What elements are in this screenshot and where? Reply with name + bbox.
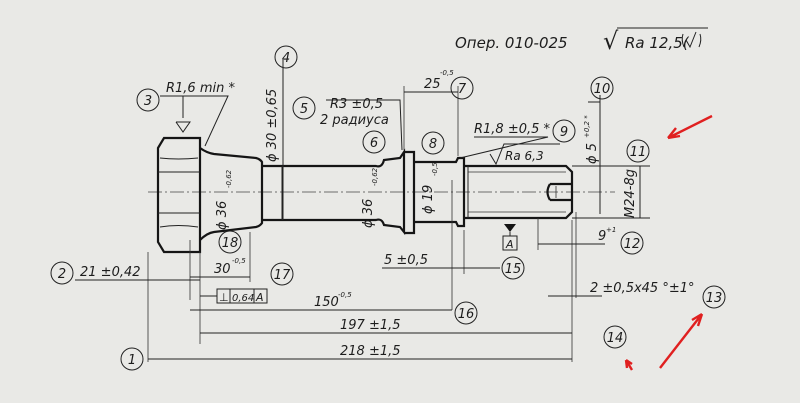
annotation-arrows xyxy=(624,114,713,371)
label-d36-head: ϕ 36 xyxy=(215,201,230,230)
balloon-circle-14 xyxy=(603,325,627,349)
label-len25: 25 xyxy=(424,77,441,92)
balloon-circle-7 xyxy=(450,76,474,100)
balloon-number-4: 4 xyxy=(282,51,290,66)
datum-box xyxy=(502,235,518,251)
balloon-circle-2 xyxy=(50,261,74,285)
balloon-number-7: 7 xyxy=(458,82,467,97)
balloon-circle-4 xyxy=(274,45,298,69)
dimension-lines xyxy=(148,60,650,360)
balloon-number-17: 17 xyxy=(274,268,291,283)
label-len5: 5 ±0,5 xyxy=(384,253,428,268)
label-chamfer: 2 ±0,5x45 °±1° xyxy=(590,281,695,296)
label-d36-head-tol: -0,62 xyxy=(225,169,233,188)
balloon-number-9: 9 xyxy=(560,125,568,140)
balloon-circle-16 xyxy=(454,301,478,325)
label-len218: 218 ±1,5 xyxy=(340,344,401,359)
label-len150-tol: -0,5 xyxy=(338,291,352,299)
ra63-symbol-icon xyxy=(489,143,560,166)
balloon-number-11: 11 xyxy=(630,145,647,160)
balloon-circle-8 xyxy=(421,131,445,155)
balloon-number-1: 1 xyxy=(128,353,136,368)
roughness-check-icon xyxy=(681,31,702,49)
label-len197: 197 ±1,5 xyxy=(340,318,401,333)
red-arrow-14 xyxy=(624,359,634,371)
balloon-circle-5 xyxy=(292,96,316,120)
balloon-circle-11 xyxy=(626,139,650,163)
label-d5: ϕ 5 xyxy=(585,143,600,164)
operation-label: Опер. 010-025 xyxy=(455,34,568,52)
ra63-label: Ra 6,3 xyxy=(505,149,544,163)
balloon-number-2: 2 xyxy=(58,267,66,282)
label-a9: 9 xyxy=(598,229,606,244)
balloon-circle-15 xyxy=(501,256,525,280)
balloon-circle-6 xyxy=(362,130,386,154)
roughness-label: Ra 12,5( xyxy=(625,34,690,52)
extension-lines xyxy=(147,86,577,362)
balloon-number-15: 15 xyxy=(505,262,522,277)
label-len30-tol: -0,5 xyxy=(232,257,246,265)
red-arrow-13 xyxy=(659,312,704,369)
balloon-circle-18 xyxy=(218,230,242,254)
label-d36-mid: ϕ 36 xyxy=(361,199,376,228)
label-d19: ϕ 19 xyxy=(421,185,436,214)
label-r3-count: 2 радиуса xyxy=(320,113,389,128)
balloon-number-13: 13 xyxy=(706,291,723,306)
datum-triangle xyxy=(504,224,516,232)
balloon-circle-10 xyxy=(590,76,614,100)
balloon-number-5: 5 xyxy=(300,102,308,117)
balloon-number-12: 12 xyxy=(624,237,641,252)
red-arrow-11 xyxy=(667,114,713,140)
perp-tolerance: 0,64 xyxy=(232,293,254,304)
balloon-number-10: 10 xyxy=(594,82,611,97)
label-r18: R1,8 ±0,5 * xyxy=(474,122,551,137)
balloon-circle-3 xyxy=(136,88,160,112)
balloon-circle-13 xyxy=(702,285,726,309)
balloon-circle-1 xyxy=(120,347,144,371)
balloon-number-18: 18 xyxy=(222,236,239,251)
balloon-circle-9 xyxy=(552,119,576,143)
label-r16: R1,6 min * xyxy=(166,81,235,96)
balloon-number-8: 8 xyxy=(429,137,437,152)
balloon-circle-17 xyxy=(270,262,294,286)
balloon-number-16: 16 xyxy=(458,307,475,322)
roughness-check-symbol: √ xyxy=(603,27,619,55)
datum-label: A xyxy=(505,238,514,251)
label-d5-tol: +0,2 * xyxy=(583,115,591,138)
label-len30: 30 xyxy=(214,262,231,277)
balloon-number-14: 14 xyxy=(607,331,624,346)
label-d30: ϕ 30 ±0,65 xyxy=(265,89,280,162)
balloon-number-3: 3 xyxy=(144,94,152,109)
leaders xyxy=(75,95,601,281)
label-a9-tol: +1 xyxy=(606,226,616,234)
perp-symbol: ⊥ xyxy=(219,291,229,304)
balloon-circle-12 xyxy=(620,231,644,255)
label-thread: M24-8g xyxy=(623,169,638,218)
label-r3: R3 ±0,5 xyxy=(330,97,383,112)
perp-reference: A xyxy=(255,291,264,304)
label-len150: 150 xyxy=(314,295,339,310)
label-len21: 21 ±0,42 xyxy=(80,265,141,280)
label-d19-tol: -0,5 xyxy=(431,162,439,176)
perpendicularity-frame: ⊥ 0,64 A xyxy=(200,288,268,304)
balloon-number-6: 6 xyxy=(370,136,378,151)
label-d36-mid-tol: -0,62 xyxy=(371,167,379,186)
label-len25-tol: -0,5 xyxy=(440,69,454,77)
